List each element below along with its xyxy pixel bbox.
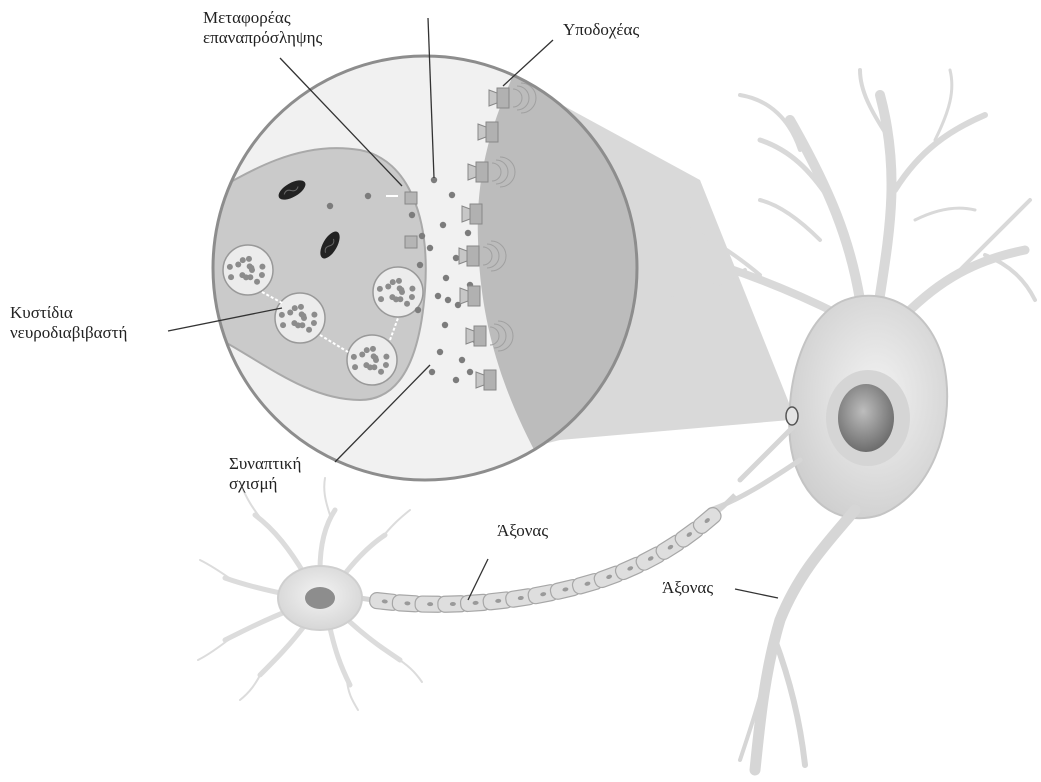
neurotransmitter-molecule: [453, 255, 459, 261]
neurotransmitter-molecule: [409, 212, 415, 218]
neurotransmitter-molecule: [415, 307, 421, 313]
neurotransmitter-molecule: [443, 275, 449, 281]
cleft-label-line2: σχισμή: [229, 474, 301, 494]
small-neuron-nucleus: [305, 587, 335, 609]
neurotransmitter-molecule: [437, 349, 443, 355]
large-neuron-axon-label: Άξονας: [662, 578, 713, 598]
receptor-label: Υποδοχέας: [563, 20, 639, 40]
neurotransmitter-molecule: [442, 322, 448, 328]
neurotransmitter-molecule: [459, 357, 465, 363]
neurotransmitter-molecule: [465, 230, 471, 236]
reuptake-label-line2: επαναπρόσληψης: [203, 28, 322, 48]
neurotransmitter-molecule: [453, 377, 459, 383]
synapse-marker: [786, 407, 798, 425]
neurotransmitter-molecule: [440, 222, 446, 228]
neurotransmitter-vesicle: [223, 245, 273, 295]
neurotransmitter-molecule: [435, 293, 441, 299]
synaptic-cleft-label: Συναπτική σχισμή: [229, 454, 301, 494]
small-neuron-axon-label: Άξονας: [497, 521, 548, 541]
neurotransmitter-molecule: [327, 203, 333, 209]
receptor: [478, 122, 498, 142]
vesicles-label-line1: Κυστίδια: [10, 303, 127, 323]
reuptake-transporter-label: Μεταφορέας επαναπρόσληψης: [203, 8, 322, 48]
neurotransmitter-vesicle: [275, 293, 325, 343]
neurotransmitter-molecule: [467, 369, 473, 375]
vesicles-label-line2: νευροδιαβιβαστή: [10, 323, 127, 343]
cleft-label-line1: Συναπτική: [229, 454, 301, 474]
receptor: [460, 286, 480, 306]
neurotransmitter-molecule: [427, 245, 433, 251]
receptor: [476, 370, 496, 390]
reuptake-transporter: [405, 192, 417, 204]
synaptic-branches: [710, 420, 800, 510]
receptor: [462, 204, 482, 224]
neurotransmitter-molecule: [449, 192, 455, 198]
reuptake-transporter: [405, 236, 417, 248]
neurotransmitter-vesicle: [347, 335, 397, 385]
neurotransmitter-molecule: [417, 262, 423, 268]
reuptake-label-line1: Μεταφορέας: [203, 8, 322, 28]
neurotransmitter-molecule: [365, 193, 371, 199]
neurotransmitter-molecule: [445, 297, 451, 303]
vesicles-label: Κυστίδια νευροδιαβιβαστή: [10, 303, 127, 343]
large-neuron-axon: [740, 510, 855, 770]
neurotransmitter-molecule: [429, 369, 435, 375]
neurotransmitter-molecule: [419, 233, 425, 239]
large-neuron-nucleus: [838, 384, 894, 452]
